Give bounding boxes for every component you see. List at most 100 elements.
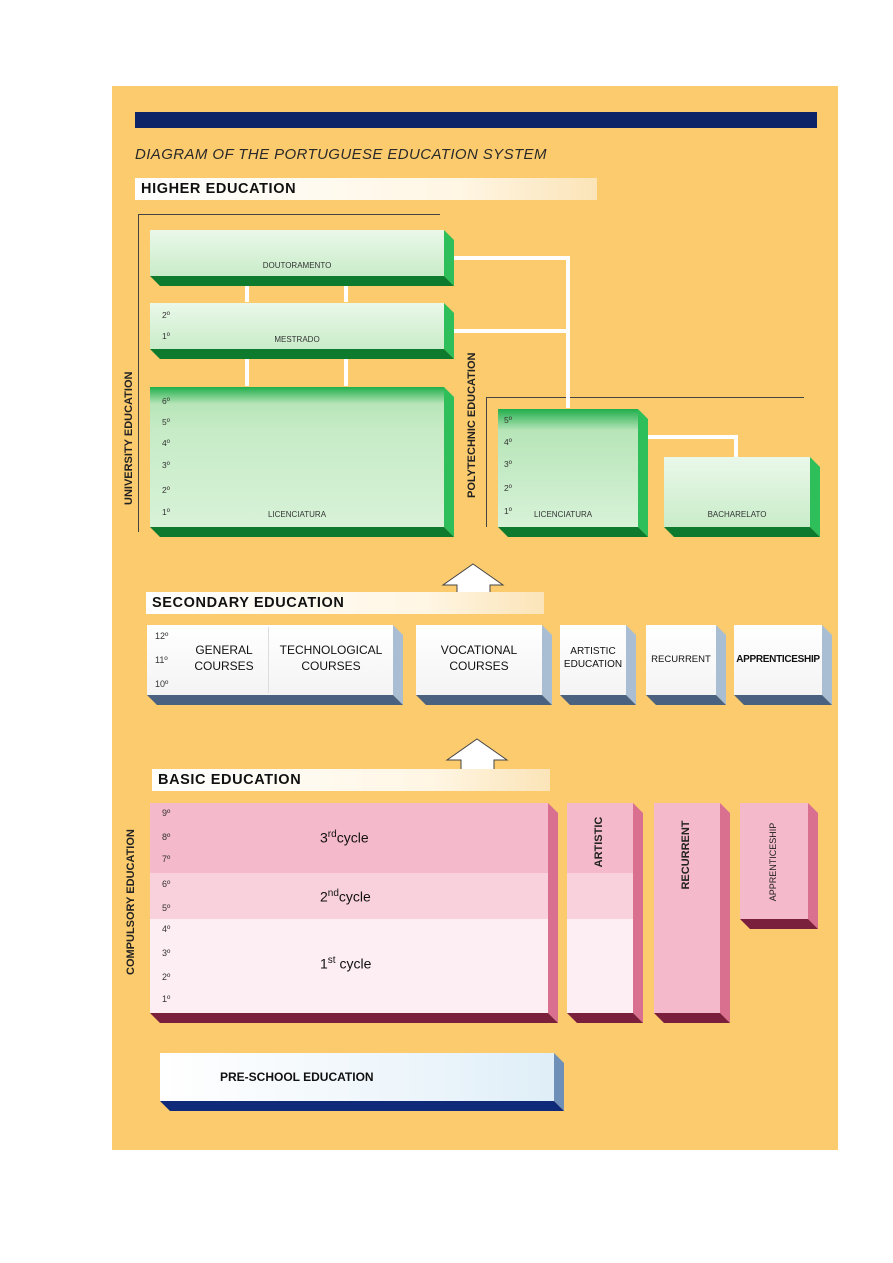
third-cycle-band — [150, 803, 548, 873]
connector-line — [344, 356, 348, 386]
general-courses-label: GENERAL COURSES — [183, 643, 265, 674]
secondary-year: 10º — [155, 679, 169, 689]
polytechnic-year: 1º — [504, 506, 512, 516]
basic-year: 8º — [162, 832, 171, 842]
polytechnic-side-line — [486, 397, 487, 527]
basic-year: 5º — [162, 903, 171, 913]
basic-year: 7º — [162, 854, 171, 864]
bacharelato-label: BACHARELATO — [707, 510, 767, 519]
divider — [268, 627, 269, 693]
university-year: 2º — [162, 485, 170, 495]
polytechnic-year: 3º — [504, 459, 512, 469]
basic-year: 6º — [162, 879, 171, 889]
polytechnic-year: 5º — [504, 415, 512, 425]
cycle-number: 1 — [320, 955, 328, 972]
artistic-second-band — [567, 873, 633, 919]
connector-line — [344, 282, 348, 302]
recurrent-basic-box: RECURRENT — [654, 803, 730, 1023]
mestrado-box: 2º 1º MESTRADO — [150, 303, 454, 359]
artistic-education-line: ARTISTIC — [570, 646, 616, 657]
university-year: 6º — [162, 396, 170, 406]
university-year: 1º — [162, 507, 170, 517]
basic-year: 4º — [162, 924, 171, 934]
artistic-basic-label: ARTISTIC — [593, 816, 605, 868]
cycle-word: cycle — [336, 829, 369, 846]
connector-line — [734, 435, 738, 457]
vocational-courses-line: VOCATIONAL — [440, 643, 518, 657]
technological-courses-line: COURSES — [301, 658, 361, 673]
vocational-courses-box: VOCATIONAL COURSES — [416, 625, 552, 705]
technological-courses-label: TECHNOLOGICAL COURSES — [269, 643, 393, 674]
secondary-education-banner-text: SECONDARY EDUCATION — [152, 595, 345, 611]
diagram-title: DIAGRAM OF THE PORTUGUESE EDUCATION SYST… — [135, 146, 547, 163]
university-year: 5º — [162, 417, 170, 427]
cycle-ordinal: st — [327, 955, 336, 966]
basic-year: 2º — [162, 972, 171, 982]
university-education-label: UNIVERSITY EDUCATION — [123, 371, 135, 505]
compulsory-education-label: COMPULSORY EDUCATION — [125, 829, 137, 975]
secondary-year: 12º — [155, 631, 169, 641]
basic-year: 1º — [162, 994, 171, 1004]
polytechnic-year: 4º — [504, 437, 512, 447]
artistic-third-band — [567, 803, 633, 873]
apprenticeship-secondary-label: APPRENTICESHIP — [736, 654, 820, 665]
university-year: 4º — [162, 438, 170, 448]
artistic-education-line: EDUCATION — [563, 659, 623, 670]
basic-year: 3º — [162, 948, 171, 958]
mestrado-year: 2º — [162, 310, 170, 320]
mestrado-label: MESTRADO — [274, 335, 320, 344]
polytechnic-top-line — [486, 397, 804, 398]
university-licenciatura-box: 6º 5º 4º 3º 2º 1º LICENCIATURA — [150, 387, 454, 537]
doutoramento-label: DOUTORAMENTO — [262, 261, 332, 270]
apprenticeship-basic-box: APPRENTICESHIP — [740, 803, 818, 929]
apprenticeship-secondary-box: APPRENTICESHIP — [734, 625, 832, 705]
preschool-education-box: PRE-SCHOOL EDUCATION — [160, 1053, 564, 1111]
artistic-basic-box: ARTISTIC — [567, 803, 643, 1023]
connector-line — [452, 329, 568, 333]
general-courses-line: GENERAL — [195, 643, 253, 657]
connector-line — [245, 282, 249, 302]
university-year: 3º — [162, 460, 170, 470]
connector-line — [646, 435, 738, 439]
cycle-ordinal: rd — [327, 829, 337, 840]
cycle-word: cycle — [339, 955, 372, 972]
university-side-line — [138, 214, 139, 532]
apprenticeship-basic-label: APPRENTICESHIP — [768, 822, 778, 902]
bacharelato-box: BACHARELATO — [664, 457, 820, 537]
cycle-word: cycle — [338, 888, 371, 905]
general-technological-box: 12º 11º 10º GENERAL COURSES TECHNOLOGICA… — [147, 625, 403, 705]
vocational-courses-line: COURSES — [449, 658, 509, 673]
doutoramento-box: DOUTORAMENTO — [150, 230, 454, 286]
title-bar — [135, 112, 817, 128]
cycle-number: 3 — [320, 829, 328, 846]
polytechnic-education-label: POLYTECHNIC EDUCATION — [466, 352, 478, 498]
first-cycle-label: 1st cycle — [320, 955, 371, 972]
polytechnic-licenciatura-label: LICENCIATURA — [534, 510, 593, 519]
recurrent-basic-label: RECURRENT — [680, 820, 692, 890]
technological-courses-line: TECHNOLOGICAL — [279, 643, 383, 657]
university-top-line — [138, 214, 440, 215]
secondary-year: 11º — [155, 655, 168, 665]
connector-line — [452, 256, 568, 260]
cycle-number: 2 — [320, 888, 328, 905]
university-licenciatura-label: LICENCIATURA — [267, 510, 327, 519]
mestrado-year: 1º — [162, 331, 170, 341]
secondary-education-banner: SECONDARY EDUCATION — [146, 592, 544, 614]
vocational-courses-label: VOCATIONAL COURSES — [416, 643, 542, 674]
higher-education-banner-text: HIGHER EDUCATION — [141, 181, 297, 197]
cycle-ordinal: nd — [327, 888, 339, 899]
preschool-education-label: PRE-SCHOOL EDUCATION — [220, 1070, 374, 1084]
first-cycle-band — [150, 919, 548, 1013]
basic-education-banner-text: BASIC EDUCATION — [158, 772, 302, 788]
recurrent-secondary-label: RECURRENT — [651, 654, 711, 665]
basic-education-banner: BASIC EDUCATION — [152, 769, 550, 791]
second-cycle-label: 2ndcycle — [320, 888, 371, 905]
basic-education-box: 9º 8º 7º 6º 5º 4º 3º 2º 1º 3rdcycle 2ndc… — [150, 803, 558, 1023]
polytechnic-year: 2º — [504, 483, 512, 493]
second-cycle-band — [150, 873, 548, 919]
artistic-education-label: ARTISTIC EDUCATION — [560, 645, 626, 671]
third-cycle-label: 3rdcycle — [320, 829, 369, 846]
general-courses-line: COURSES — [194, 658, 254, 673]
connector-line — [566, 256, 570, 408]
recurrent-secondary-box: RECURRENT — [646, 625, 726, 705]
